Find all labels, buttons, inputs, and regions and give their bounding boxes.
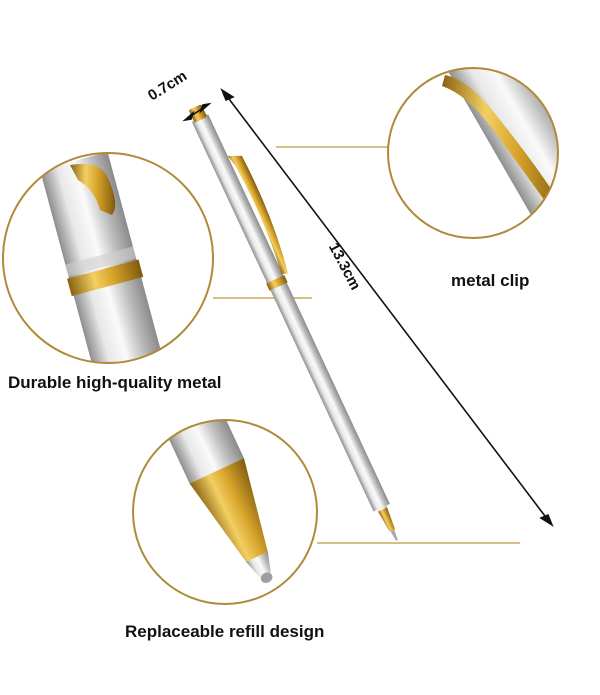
pen-refill-tip [390, 529, 398, 541]
caption-durable: Durable high-quality metal [8, 373, 222, 392]
zoom-circle-body [2, 152, 214, 364]
length-arrow [225, 94, 549, 521]
pen-clip [227, 155, 288, 275]
leader-lines [213, 146, 520, 544]
pen [189, 104, 398, 541]
caption-refill: Replaceable refill design [125, 622, 325, 641]
zoom-circle-tip [132, 419, 318, 605]
caption-clip: metal clip [451, 271, 530, 290]
zoom-circle-clip [387, 67, 559, 239]
pen-gold-ring [266, 275, 288, 291]
pen-gold-tip [378, 507, 396, 532]
dimension-arrows [182, 87, 554, 528]
